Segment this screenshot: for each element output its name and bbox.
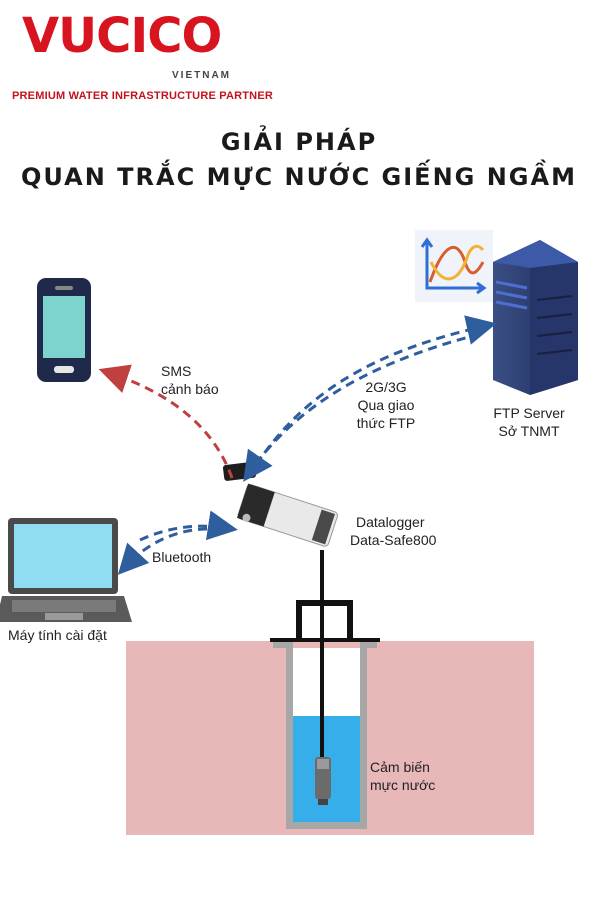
server-label: FTP Server Sở TNMT	[493, 405, 565, 439]
phone-icon	[37, 278, 91, 382]
level-sensor-icon	[315, 757, 331, 805]
sms-label: SMS cảnh báo	[161, 363, 219, 397]
bluetooth-label: Bluetooth	[152, 549, 212, 565]
ftp-server-icon	[493, 240, 578, 395]
bluetooth-arrow	[117, 527, 223, 575]
bluetooth-arrow-back	[139, 510, 238, 542]
sensor-label: Cảm biến mực nước	[370, 759, 436, 793]
brand-logo: VUCICO	[22, 8, 222, 64]
datalogger-label: Datalogger Data-Safe800	[350, 514, 437, 548]
datalogger-icon	[222, 461, 338, 547]
brand-country: VIETNAM	[172, 70, 231, 81]
network-label: 2G/3G Qua giao thức FTP	[356, 379, 416, 431]
laptop-icon	[0, 518, 132, 622]
page-title-line2: QUAN TRẮC MỰC NƯỚC GIẾNG NGẦM	[21, 163, 577, 191]
network-arrow-back	[243, 332, 481, 482]
page-title-line1: GIẢI PHÁP	[220, 128, 378, 156]
sms-arrow	[98, 364, 234, 479]
brand-tagline: PREMIUM WATER INFRASTRUCTURE PARTNER	[12, 90, 274, 102]
laptop-label: Máy tính cài đặt	[8, 627, 107, 643]
chart-icon	[415, 230, 493, 302]
